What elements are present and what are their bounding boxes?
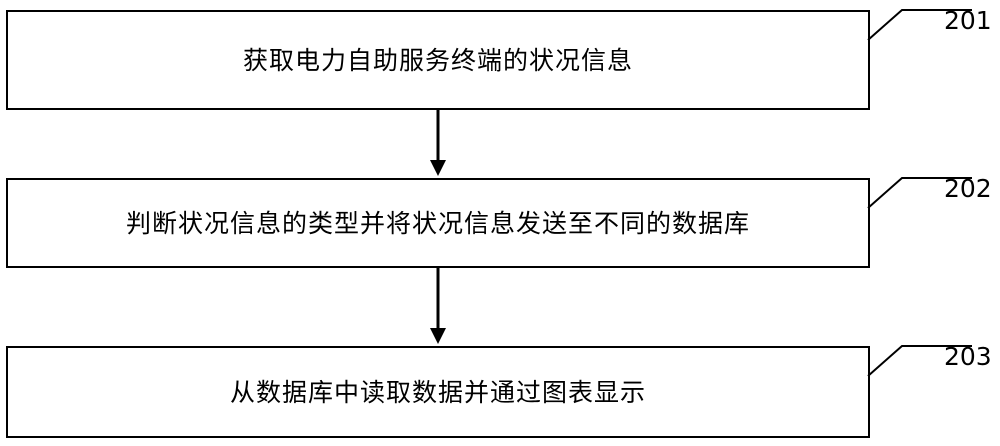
process-box-201: 获取电力自助服务终端的状况信息 <box>6 10 870 110</box>
reference-number-202: 202 <box>944 174 992 203</box>
reference-number-203: 203 <box>944 342 992 371</box>
process-box-203: 从数据库中读取数据并通过图表显示 <box>6 346 870 438</box>
connector-arrow-201-202 <box>430 110 446 176</box>
process-box-202-label: 判断状况信息的类型并将状况信息发送至不同的数据库 <box>125 208 750 238</box>
leader-line-203 <box>867 345 972 377</box>
leader-line-202 <box>867 177 972 209</box>
connector-arrow-202-203 <box>430 268 446 344</box>
process-box-203-label: 从数据库中读取数据并通过图表显示 <box>229 377 646 407</box>
process-box-202: 判断状况信息的类型并将状况信息发送至不同的数据库 <box>6 178 870 268</box>
reference-number-201: 201 <box>944 6 992 35</box>
leader-line-201 <box>867 9 972 41</box>
process-box-201-label: 获取电力自助服务终端的状况信息 <box>242 45 633 75</box>
